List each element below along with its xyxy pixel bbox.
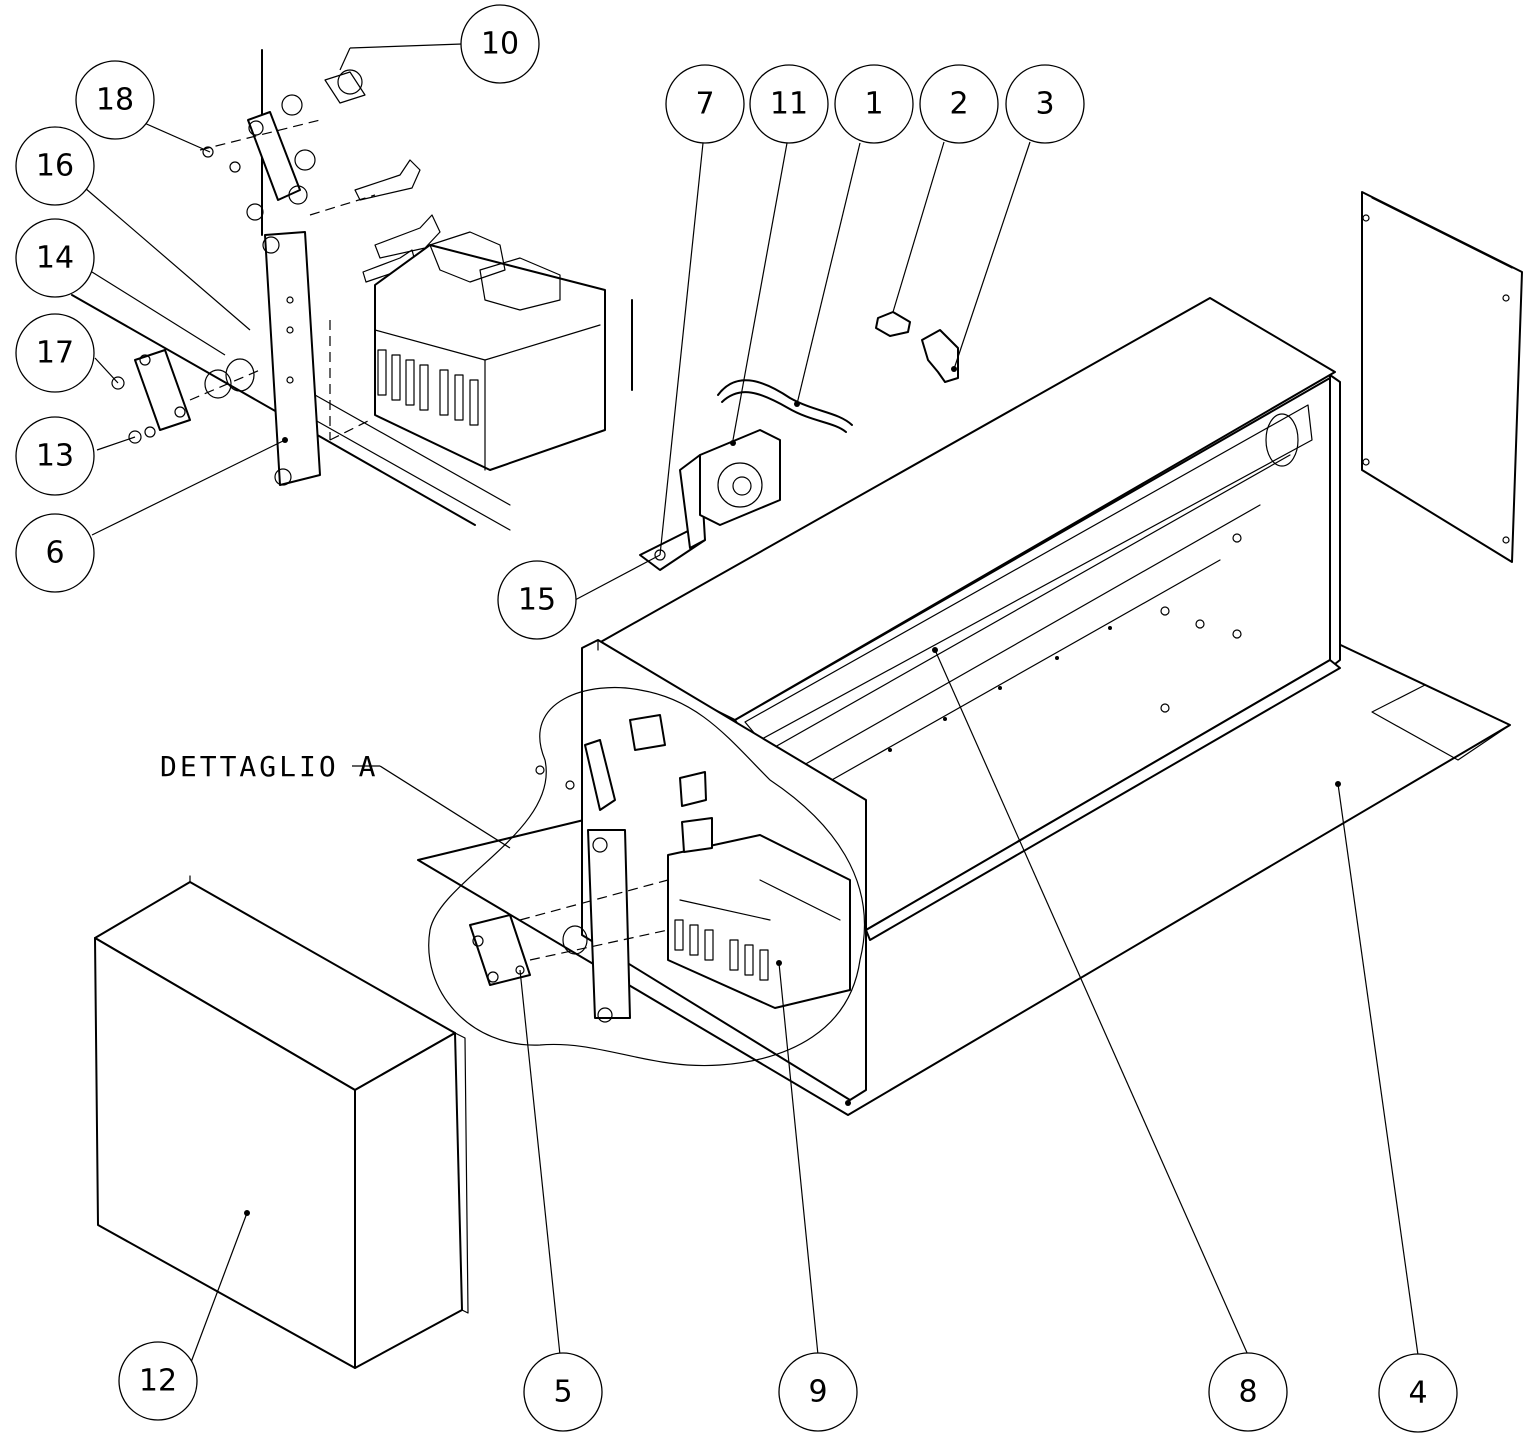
balloon-1: 1 <box>834 64 914 144</box>
balloon-11: 11 <box>749 64 829 144</box>
balloon-18: 18 <box>75 60 155 140</box>
balloon-11-label: 11 <box>770 87 808 122</box>
balloon-3-label: 3 <box>1035 87 1054 122</box>
balloon-7: 7 <box>665 64 745 144</box>
balloon-16-label: 16 <box>36 149 74 184</box>
balloon-9: 9 <box>778 1352 858 1432</box>
balloon-17: 17 <box>15 313 95 393</box>
balloon-10: 10 <box>460 4 540 84</box>
balloon-6-label: 6 <box>45 536 64 571</box>
balloon-9-label: 9 <box>808 1375 827 1410</box>
balloon-2: 2 <box>919 64 999 144</box>
leader-lines <box>84 43 1419 1366</box>
balloon-1-label: 1 <box>864 87 883 122</box>
balloon-14-label: 14 <box>36 241 74 276</box>
balloon-14: 14 <box>15 218 95 298</box>
fittings <box>875 311 959 383</box>
balloon-7-label: 7 <box>695 87 714 122</box>
balloon-4-label: 4 <box>1408 1376 1427 1411</box>
balloon-8-label: 8 <box>1238 1375 1257 1410</box>
balloon-18-label: 18 <box>96 83 134 118</box>
balloon-2-label: 2 <box>949 87 968 122</box>
balloon-6: 6 <box>15 513 95 593</box>
balloon-16: 16 <box>15 126 95 206</box>
balloon-4: 4 <box>1378 1353 1458 1433</box>
cover-box <box>94 875 469 1369</box>
balloon-10-label: 10 <box>481 27 519 62</box>
balloon-8: 8 <box>1208 1352 1288 1432</box>
detail-a-cloud <box>428 686 865 1067</box>
detail-a-exploded <box>71 49 633 531</box>
balloon-15-label: 15 <box>518 583 556 618</box>
balloon-17-label: 17 <box>36 336 74 371</box>
balloon-15: 15 <box>497 560 577 640</box>
balloon-5: 5 <box>523 1352 603 1432</box>
balloon-12-label: 12 <box>139 1364 177 1399</box>
side-cover-panel <box>1361 191 1523 563</box>
detail-a-components <box>469 714 851 1023</box>
balloon-3: 3 <box>1005 64 1085 144</box>
pressure-switch-assembly <box>639 379 853 571</box>
balloon-13: 13 <box>15 416 95 496</box>
balloon-5-label: 5 <box>553 1375 572 1410</box>
balloon-13-label: 13 <box>36 439 74 474</box>
detail-a-label: DETTAGLIO A <box>160 750 378 783</box>
housing-body <box>581 297 1341 1106</box>
balloon-12: 12 <box>118 1341 198 1421</box>
